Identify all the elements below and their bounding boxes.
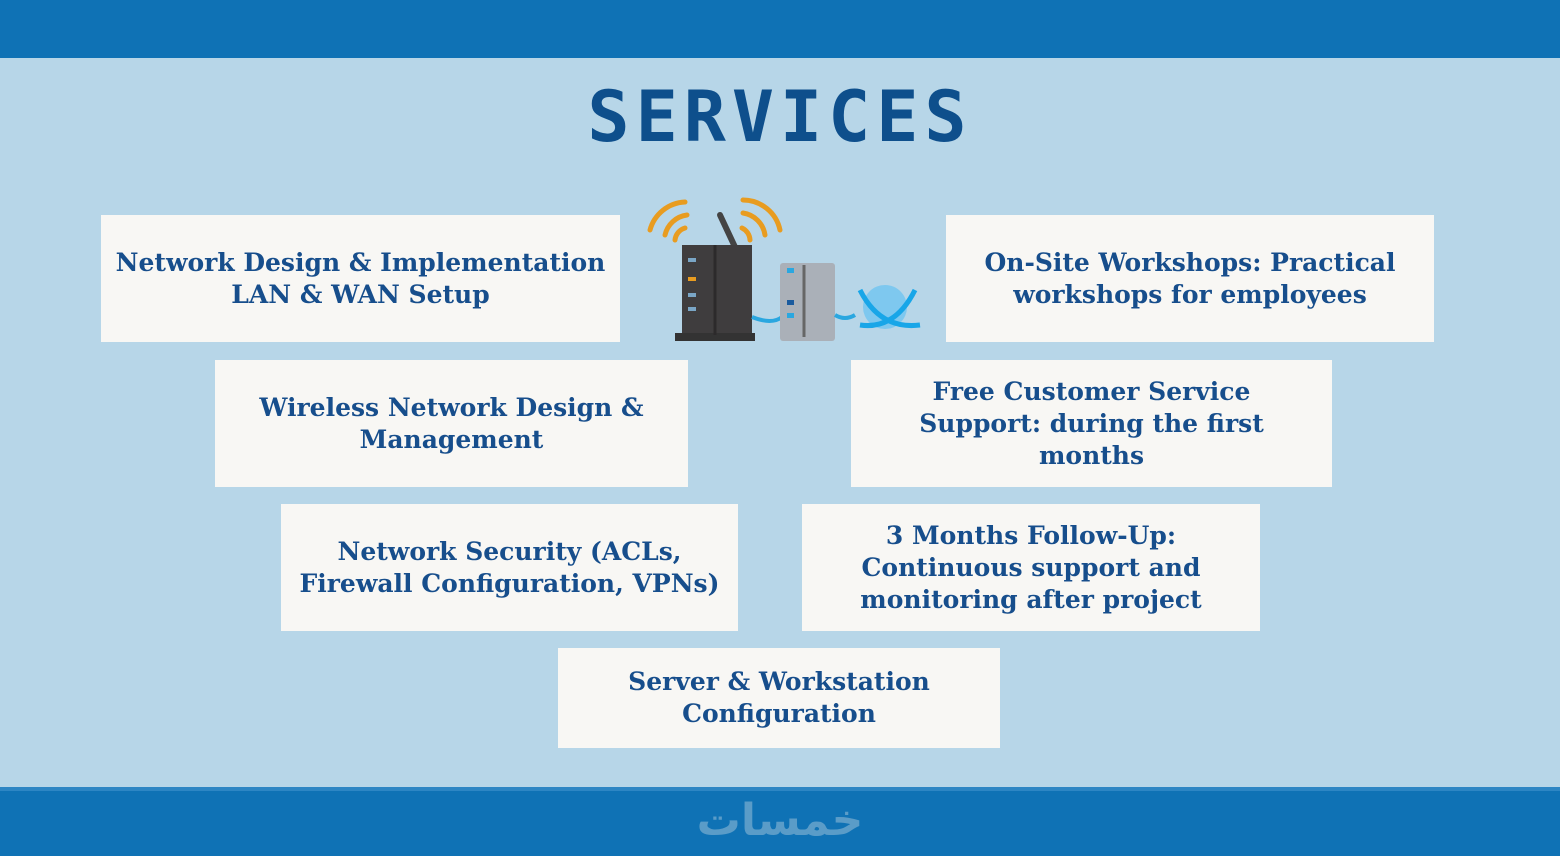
service-card-customer-support: Free Customer Service Support: during th… [851,360,1332,487]
bottom-bar: خمسات [0,787,1560,856]
service-card-network-design: Network Design & Implementation LAN & WA… [101,215,620,342]
khamsat-logo: خمسات [696,795,864,846]
service-card-server-config: Server & Workstation Configuration [558,648,1000,748]
service-card-follow-up: 3 Months Follow-Up: Continuous support a… [802,504,1260,631]
service-card-wireless: Wireless Network Design & Management [215,360,688,487]
service-card-onsite-workshops: On-Site Workshops: Practical workshops f… [946,215,1434,342]
top-bar [0,0,1560,58]
router-network-illustration [647,197,921,341]
service-card-network-security: Network Security (ACLs, Firewall Configu… [281,504,738,631]
page-title: SERVICES [587,76,973,158]
